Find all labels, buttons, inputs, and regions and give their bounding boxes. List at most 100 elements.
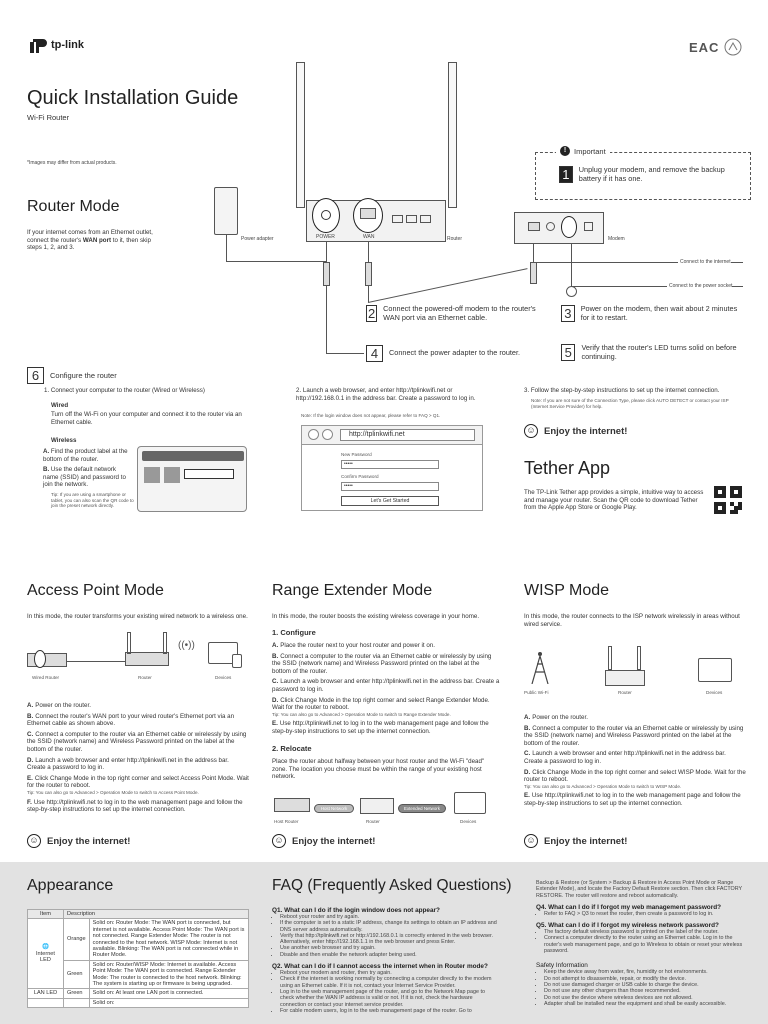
lets-get-started-button[interactable]: Let's Get Started	[341, 496, 439, 506]
re-configure-heading: 1. Configure	[272, 628, 316, 637]
browser-address-bar[interactable]: http://tplinkwifi.net	[340, 429, 475, 441]
confirm-password-label: Confirm Password	[341, 474, 379, 479]
recycle-icon	[724, 38, 742, 56]
wired-text: Turn off the Wi-Fi on your computer and …	[51, 411, 242, 426]
browser-back-icon[interactable]	[308, 429, 319, 440]
list-item: B.Connect a computer to the router via a…	[272, 652, 492, 675]
table-row: 🌐Internet LED Orange Solid on: Router Mo…	[27, 918, 250, 990]
step-2: 2 Connect the powered-off modem to the r…	[366, 304, 536, 322]
re-relocate-text: Place the router about halfway between y…	[272, 758, 485, 781]
wireless-tip: Tip: If you are using a smartphone or ta…	[51, 492, 134, 509]
cert-mark: EAC	[689, 40, 720, 55]
list-item: F.Use http://tplinkwifi.net to log in to…	[27, 798, 243, 814]
configure-note-3: Note: If you are not sure of the Connect…	[531, 398, 729, 409]
ap-mode-intro: In this mode, the router transforms your…	[27, 613, 248, 620]
smile-icon: ☺	[272, 834, 286, 848]
step-6-heading: 6 Configure the router	[27, 367, 117, 384]
ap-laptop-icon	[208, 642, 238, 664]
configure-step-3: 3. Follow the step-by-step instructions …	[524, 387, 720, 394]
ap-mode-title: Access Point Mode	[27, 582, 164, 599]
table-row: Green Solid on: Router/WISP Mode: Intern…	[28, 959, 250, 990]
router-antenna-right	[448, 62, 457, 208]
wireless-step-b: B. Use the default network name (SSID) a…	[43, 466, 126, 489]
list-item: C.Launch a web browser and enter http://…	[524, 750, 726, 765]
configure-enjoy: ☺Enjoy the internet!	[524, 424, 627, 438]
re-mode-steps: A.Place the router next to your host rou…	[272, 642, 500, 739]
list-item: B.Connect the router's WAN port to your …	[27, 712, 235, 728]
smile-icon: ☺	[27, 834, 41, 848]
re-relocate-heading: 2. Relocate	[272, 744, 312, 753]
qr-code-icon	[714, 486, 742, 514]
list-item: C.Connect a computer to the router via a…	[27, 730, 247, 753]
re-host-network-bubble: Host Network	[314, 804, 354, 813]
table-header-description: Description	[63, 908, 249, 920]
internet-led-cell: 🌐Internet LED	[27, 918, 64, 990]
new-password-field[interactable]: •••••	[341, 460, 439, 469]
faq-column-1: Q1. What can I do if the login window do…	[272, 902, 498, 1014]
ap-mode-steps: A.Power on the router. B.Connect the rou…	[27, 702, 249, 817]
ap-label-devices: Devices	[215, 675, 232, 680]
re-label-router: Router	[366, 819, 380, 824]
table-row: LAN LED Green Solid on: At least one LAN…	[27, 988, 250, 999]
wisp-mode-steps: A.Power on the router. B.Connect a compu…	[524, 714, 746, 811]
table-row: Item Description	[27, 908, 249, 920]
list-item: E.Use http://tplinkwifi.net to log in to…	[272, 720, 489, 735]
modem-power-port	[561, 216, 577, 238]
configure-note-2: Note: If the login window does not appea…	[301, 413, 441, 418]
list-item: A.Power on the router.	[524, 714, 588, 721]
appearance-title: Appearance	[27, 877, 114, 894]
brand-name: tp-link	[51, 39, 84, 51]
re-devices-illustration	[454, 792, 486, 814]
step-3: 3 Power on the modem, then wait about 2 …	[561, 304, 741, 322]
list-item: B.Connect a computer to the router via a…	[524, 724, 744, 747]
wired-heading: Wired	[51, 402, 69, 409]
tether-title: Tether App	[524, 458, 611, 478]
confirm-password-field[interactable]: •••••	[341, 482, 439, 491]
tp-link-logo-icon	[30, 39, 47, 53]
page-subtitle: Wi-Fi Router	[27, 113, 70, 122]
re-label-devices: Devices	[460, 819, 477, 824]
ap-wifi-icon: ((•))	[178, 640, 195, 651]
list-item: D.Click Change Mode in the top right cor…	[272, 696, 490, 717]
step-4: 4 Connect the power adapter to the route…	[366, 345, 546, 362]
ap-label-router: Router	[138, 675, 152, 680]
brand-logo: tp-link	[27, 35, 84, 55]
list-item: C.Launch a web browser and enter http://…	[272, 678, 500, 693]
internet-label: Connect to the internet	[678, 259, 731, 265]
wisp-mode-intro: In this mode, the router connects to the…	[524, 613, 740, 628]
power-port-label: POWER	[316, 234, 335, 240]
smile-icon: ☺	[524, 834, 538, 848]
re-mode-title: Range Extender Mode	[272, 582, 433, 599]
router-antenna-left	[296, 62, 305, 208]
important-box	[535, 152, 751, 200]
appearance-table: Item Description 🌐Internet LED Orange So…	[27, 908, 250, 1009]
wisp-label-router: Router	[618, 690, 632, 695]
list-item: D.Click Change Mode in the top right cor…	[524, 768, 746, 789]
router-mode-intro: If your internet comes from an Ethernet …	[27, 229, 153, 252]
wireless-heading: Wireless	[51, 437, 77, 444]
list-item: D.Launch a web browser and enter http://…	[27, 756, 229, 772]
router-label: Router	[447, 236, 463, 242]
power-adapter-label: Power adapter	[241, 236, 274, 242]
ap-router-illustration	[125, 652, 169, 666]
smile-icon: ☺	[524, 424, 538, 438]
ap-wired-router-illustration	[27, 653, 67, 667]
step-1: 1 Unplug your modem, and remove the back…	[559, 165, 745, 183]
faq-column-2: Backup & Restore (or System > Backup & R…	[536, 880, 748, 1007]
modem-label: Modem	[608, 236, 625, 242]
important-heading: ! Important	[556, 146, 610, 156]
power-socket-label: Connect to the power socket	[667, 283, 733, 289]
wisp-enjoy: ☺Enjoy the internet!	[524, 834, 627, 848]
browser-forward-icon[interactable]	[322, 429, 333, 440]
page-title: Quick Installation Guide	[27, 87, 239, 109]
re-host-router-illustration	[274, 798, 310, 812]
wan-port-label: WAN	[363, 234, 375, 240]
wisp-devices-illustration	[698, 658, 732, 682]
globe-icon: 🌐	[42, 944, 49, 951]
re-mode-intro: In this mode, the router boosts the exis…	[272, 613, 480, 620]
tether-text: The TP-Link Tether app provides a simple…	[524, 489, 704, 512]
alert-icon: !	[560, 146, 570, 156]
faq-title: FAQ (Frequently Asked Questions)	[272, 877, 512, 894]
list-item: E.Use http://tplinkwifi.net to log in to…	[524, 792, 741, 807]
re-label-host-router: Host Router	[274, 819, 299, 824]
